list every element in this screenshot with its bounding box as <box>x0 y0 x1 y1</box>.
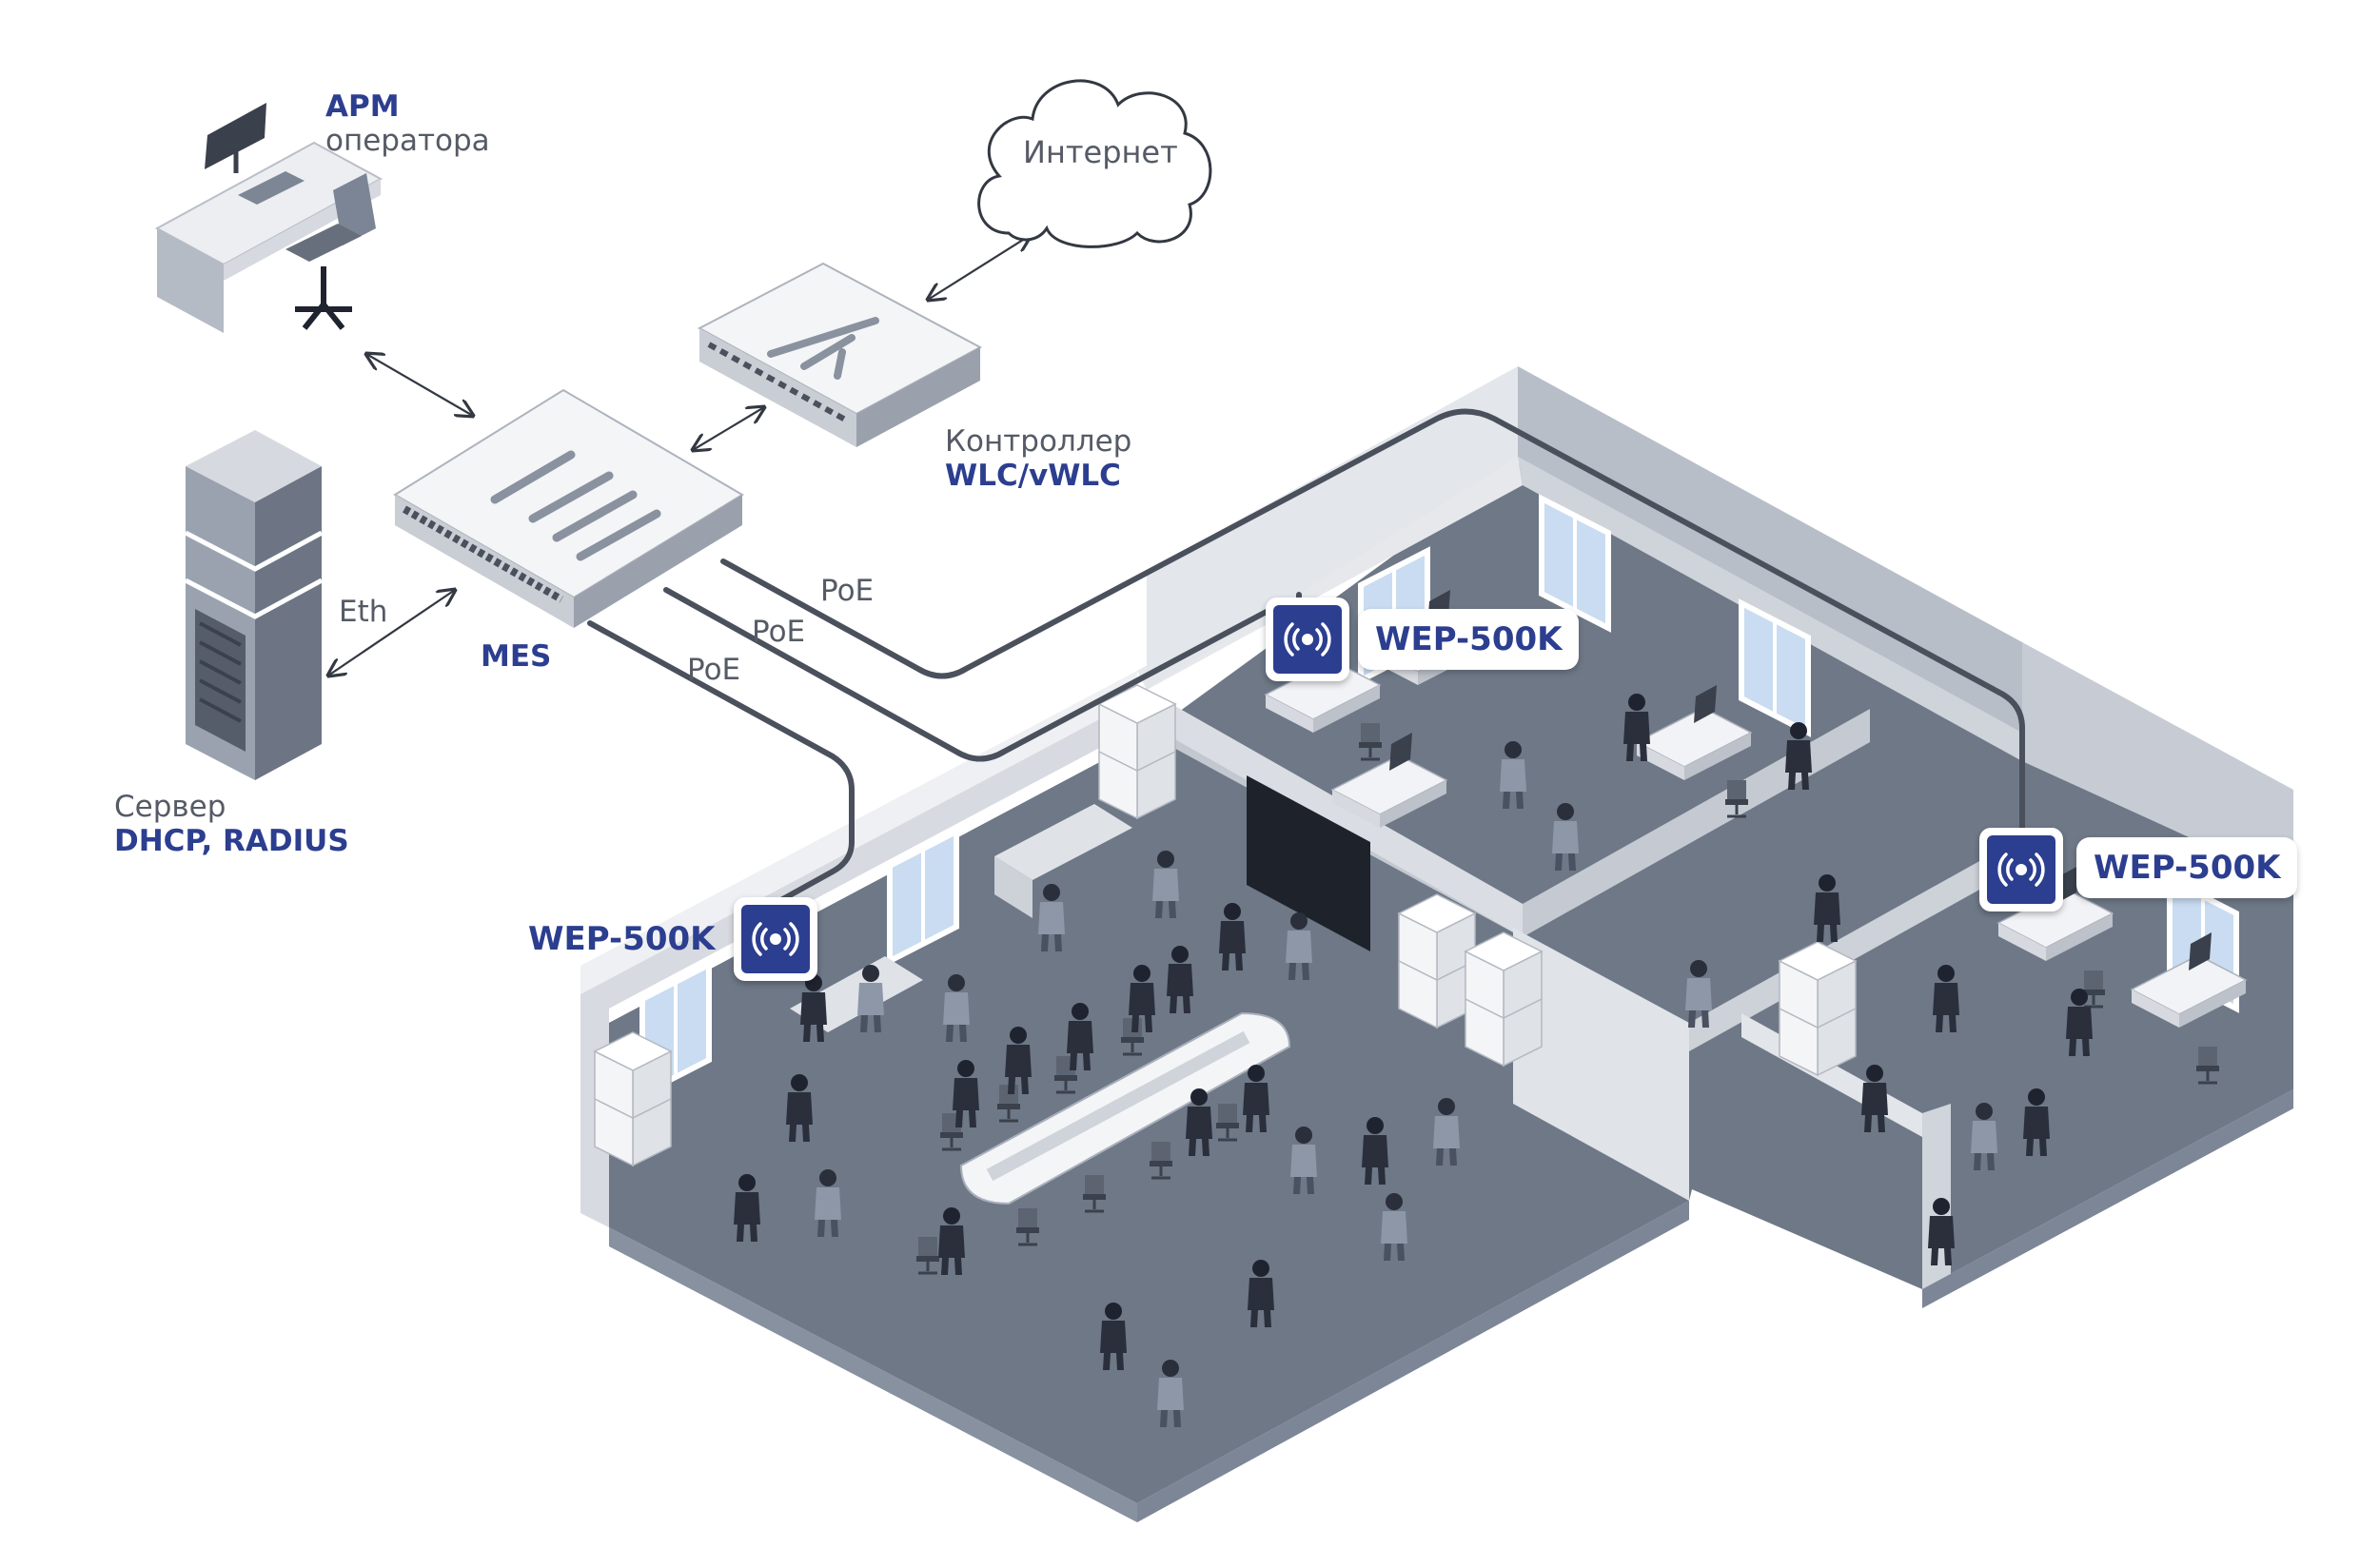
server-subtitle: DHCP, RADIUS <box>114 824 349 858</box>
server-title: Сервер <box>114 790 226 824</box>
server-label: Сервер DHCP, RADIUS <box>114 790 349 858</box>
poe-label-1: PoE <box>820 574 875 608</box>
poe-cable-1 <box>720 408 2025 850</box>
wlc-controller <box>697 262 983 447</box>
access-point-3-label: WEP-500K <box>2076 837 2298 898</box>
controller-title: Контроллер <box>945 424 1132 459</box>
link-arrows <box>328 235 1031 676</box>
access-point-1-label: WEP-500K <box>528 920 716 958</box>
arm-subtitle: оператора <box>325 124 490 158</box>
arrow-controller-internet <box>928 235 1031 300</box>
wifi-ap-icon <box>741 905 810 973</box>
poe-label-2: PoE <box>752 615 806 649</box>
access-point-3 <box>1979 828 2063 911</box>
wifi-ap-icon <box>1273 605 1342 674</box>
access-point-1 <box>734 897 817 981</box>
office-floor <box>580 366 2293 1522</box>
arm-label: АРМ оператора <box>325 89 490 158</box>
mes-label: MES <box>481 639 552 674</box>
server-rack <box>184 430 324 780</box>
arrow-server-switch <box>328 590 455 676</box>
internet-cloud <box>977 79 1212 248</box>
controller-label: Контроллер WLC/vWLC <box>945 424 1131 493</box>
mes-switch <box>393 388 744 628</box>
access-point-2-label: WEP-500K <box>1358 609 1580 670</box>
poe-label-3: PoE <box>687 653 741 687</box>
arrow-switch-controller <box>693 407 764 450</box>
controller-subtitle: WLC/vWLC <box>945 459 1121 493</box>
poe-cable-3 <box>587 620 855 909</box>
wifi-ap-icon <box>1987 835 2055 904</box>
access-point-2 <box>1266 598 1349 681</box>
eth-label: Eth <box>339 595 388 629</box>
internet-label: Интернет <box>1023 134 1178 170</box>
arrow-arm-switch <box>366 354 473 416</box>
operator-workstation <box>154 103 384 333</box>
arm-title: АРМ <box>325 89 400 124</box>
